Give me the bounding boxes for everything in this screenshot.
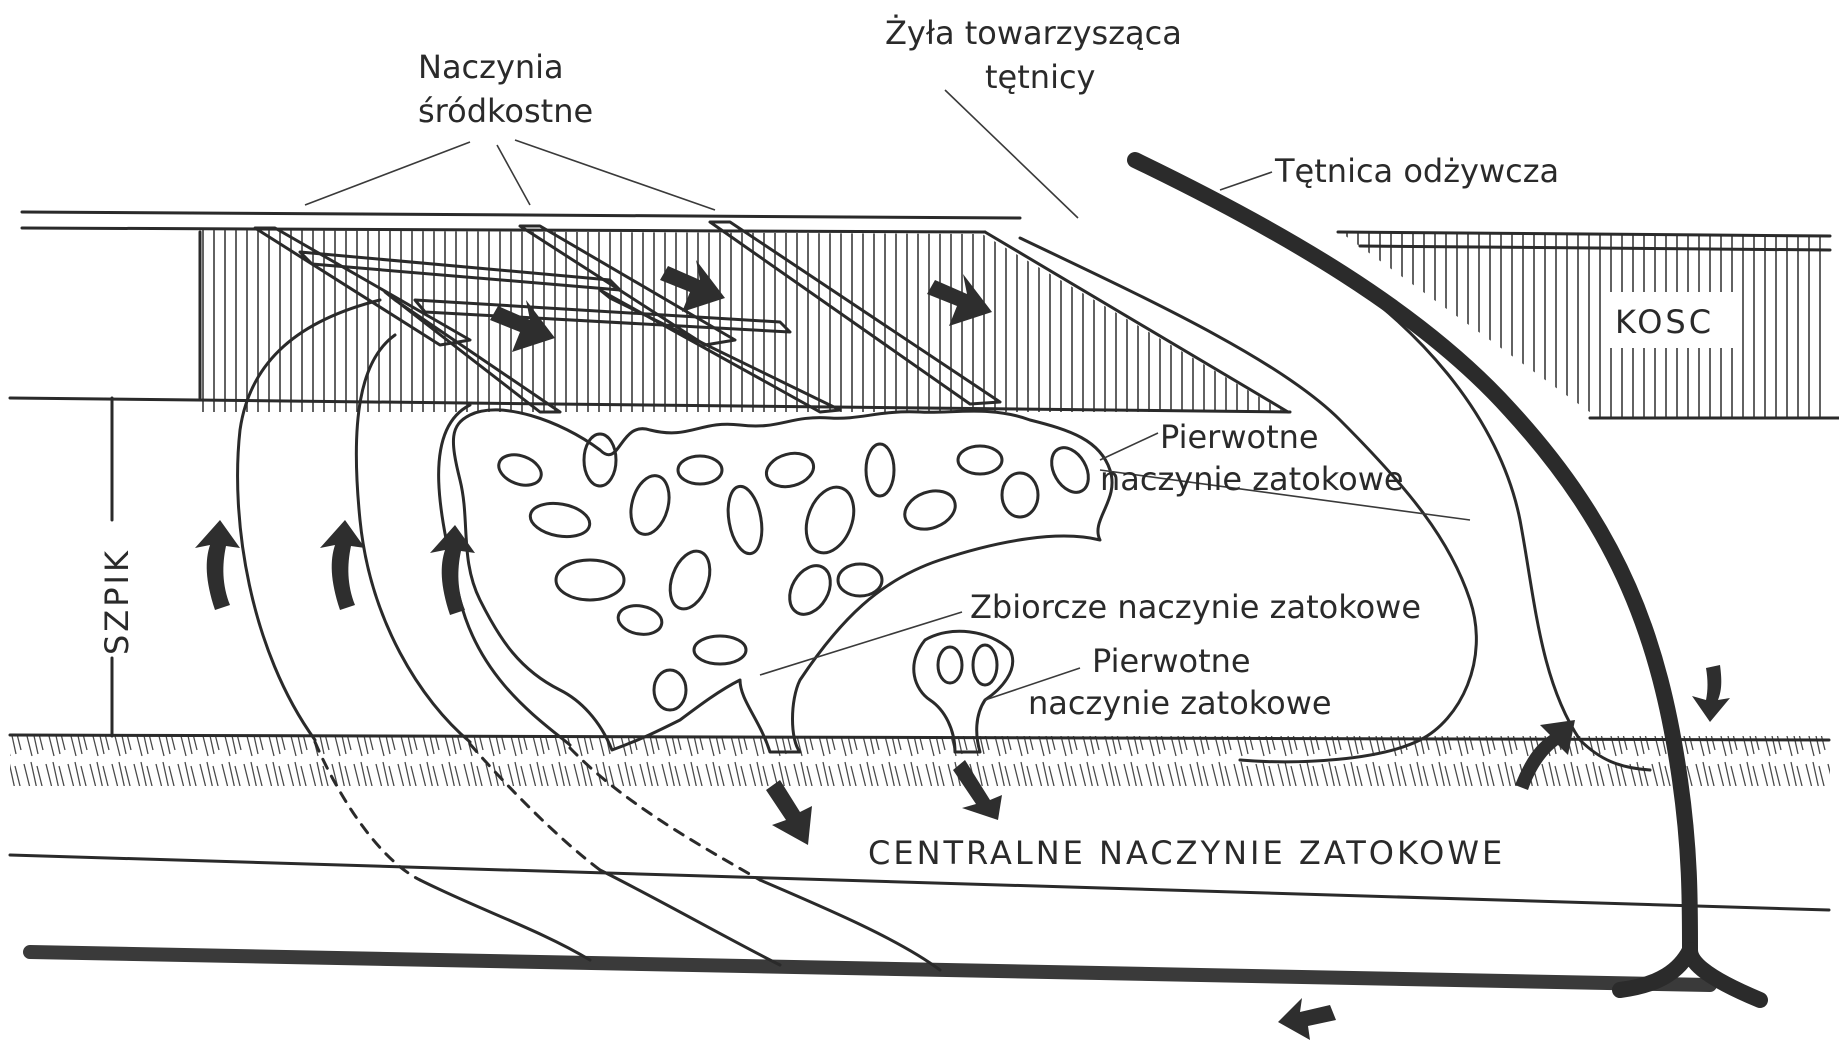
label-pierwotne-top-line1: Pierwotne [1160,418,1319,456]
label-szpik: SZPIK [98,548,136,655]
label-tetnica: Tętnica odżywcza [1274,152,1559,190]
label-centralne: CENTRALNE NACZYNIE ZATOKOWE [868,834,1505,872]
label-naczynia-line2: śródkostne [418,92,593,130]
label-zbiorcze: Zbiorcze naczynie zatokowe [970,588,1421,626]
label-pierwotne-bottom-line2: naczynie zatokowe [1028,684,1332,722]
label-zyla-line1: Żyła towarzysząca [885,14,1182,52]
label-naczynia-line1: Naczynia [418,48,564,86]
bone-cortex-left [10,212,1290,412]
label-kosc: KOSC [1615,303,1714,341]
small-sinusoid-network [914,631,1013,752]
label-pierwotne-bottom-line1: Pierwotne [1092,642,1251,680]
sinusoid-network [453,410,1112,752]
label-pierwotne-top-line2: naczynie zatokowe [1100,460,1404,498]
label-zyla-line2: tętnicy [985,58,1095,96]
